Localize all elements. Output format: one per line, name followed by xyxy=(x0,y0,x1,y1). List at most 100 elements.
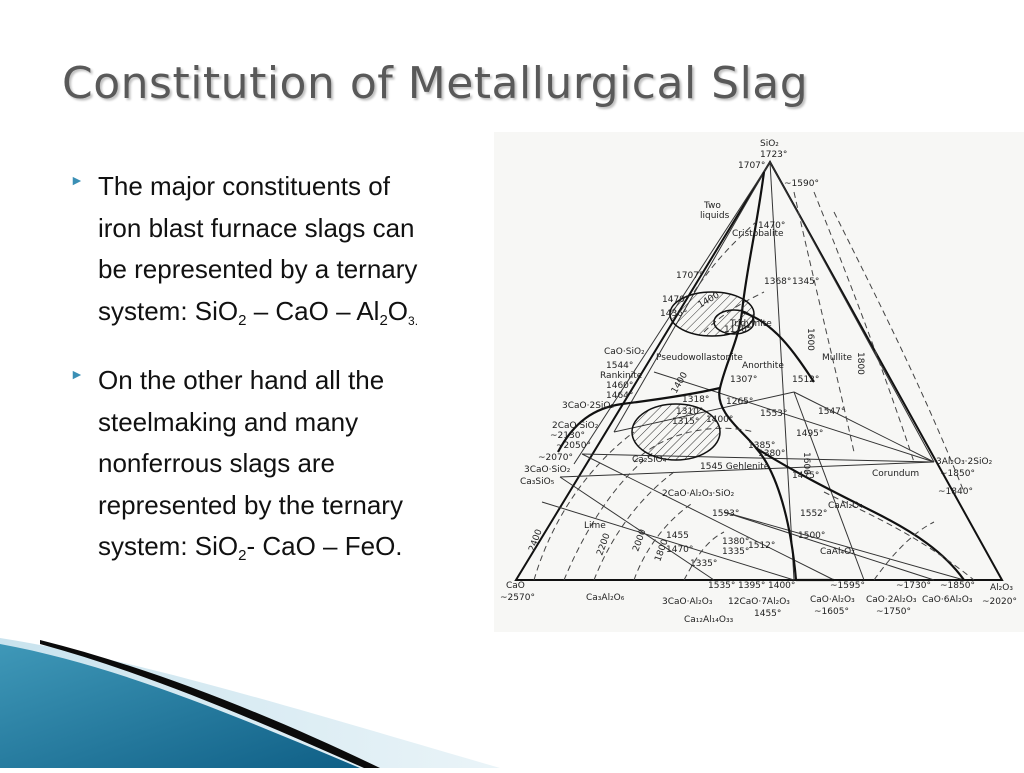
label-isotherm: 1600 xyxy=(805,328,815,351)
bullet-line: O xyxy=(387,295,409,326)
label-temp: 1535° xyxy=(708,581,735,591)
label-compound: CaO·6Al₂O₃ xyxy=(922,595,973,605)
bullet-line: nonferrous slags are xyxy=(98,448,336,478)
label-compound: 3CaO·2SiO₂ xyxy=(562,401,614,411)
tie-lines xyxy=(541,161,965,581)
label-temp: 1315° xyxy=(672,417,699,427)
label-compound: Ca₃Al₂O₆ xyxy=(586,593,625,603)
label-phase: Mullite xyxy=(822,353,852,363)
subscript: 3. xyxy=(408,313,419,328)
black-stripe xyxy=(40,640,380,768)
label-temp: 1335° xyxy=(722,547,749,557)
label-temp: ~2070° xyxy=(538,453,573,463)
subscript: 2 xyxy=(379,311,388,329)
label-temp: 1400° xyxy=(768,581,795,591)
label-phase: Rankinite xyxy=(600,371,643,381)
label-phase: Tridymite xyxy=(729,319,772,329)
label-temp: 1436° xyxy=(660,309,687,319)
label-compound: Ca₃SiO₅ xyxy=(520,477,555,487)
wave-graphic xyxy=(0,638,500,768)
label-temp: 1335° xyxy=(690,559,717,569)
label-temp: 1265° xyxy=(726,397,753,407)
bullet-text-1: The major constituents of iron blast fur… xyxy=(98,166,418,342)
label-temp: 1547° xyxy=(818,407,845,417)
label-isotherm: 1800 xyxy=(855,352,865,375)
label-temp: 1464° xyxy=(606,391,633,401)
label-compound: 3CaO·Al₂O₃ xyxy=(662,597,713,607)
label-compound: 3CaO·SiO₂ xyxy=(524,465,571,475)
label-temp: ~1590° xyxy=(784,179,819,189)
hatched-region-lower xyxy=(631,403,721,461)
slide-title: Constitution of Metallurgical Slag xyxy=(62,58,809,109)
label-temp: ~1850° xyxy=(940,581,975,591)
label-compound: CaO·SiO₂ xyxy=(604,347,645,357)
label-temp: 1368° xyxy=(764,277,791,287)
label-temp: ~1750° xyxy=(876,607,911,617)
ternary-phase-diagram: SiO₂ 1723° 1707° ~1590° Two liquids 1470… xyxy=(494,132,1024,632)
label-temp: ~1840° xyxy=(938,487,973,497)
label-temp: 1552° xyxy=(800,509,827,519)
label-temp: ~2020° xyxy=(982,597,1017,607)
label-compound: 2CaO·Al₂O₃·SiO₂ xyxy=(662,489,735,499)
label-temp: 1307° xyxy=(730,375,757,385)
label-temp: 1470° xyxy=(758,221,785,231)
bullet-list: ► The major constituents of iron blast f… xyxy=(70,166,490,595)
label-compound: Al₂O₃ xyxy=(990,583,1013,593)
hatched-region-upper xyxy=(669,291,755,337)
bullet-line: system: SiO xyxy=(98,295,239,326)
label-temp: ~2050° xyxy=(556,441,591,451)
bullet-item-2: ► On the other hand all the steelmaking … xyxy=(70,360,490,577)
label-temp: 1345° xyxy=(792,277,819,287)
label-temp: 1707° xyxy=(738,161,765,171)
bullet-line: system: SiO xyxy=(98,531,239,561)
label-temp: 1455 xyxy=(666,531,689,541)
label-compound: CaO·Al₂O₃ xyxy=(810,595,855,605)
bullet-text-2: On the other hand all the steelmaking an… xyxy=(98,360,403,577)
label-temp: ~2130° xyxy=(550,431,585,441)
label-compound: CaO xyxy=(506,581,525,591)
boundary-curves xyxy=(557,171,965,582)
bullet-line: be represented by a ternary xyxy=(98,254,418,284)
label-temp: ~1595° xyxy=(830,581,865,591)
label-temp: 1385° xyxy=(748,441,775,451)
label-temp: ~2570° xyxy=(500,593,535,603)
bullet-line: On the other hand all the xyxy=(98,365,385,395)
label-isotherm: 2400 xyxy=(527,528,544,553)
label-phase: liquids xyxy=(700,211,730,221)
label-temp: 1170° xyxy=(724,325,751,335)
label-temp: 1400° xyxy=(706,415,733,425)
label-temp: 1707° xyxy=(676,271,703,281)
label-temp: ~1605° xyxy=(814,607,849,617)
label-temp: 1495° xyxy=(796,429,823,439)
label-temp: 1380° xyxy=(758,449,785,459)
label-temp: 1553° xyxy=(760,409,787,419)
phase-diagram-svg: SiO₂ 1723° 1707° ~1590° Two liquids 1470… xyxy=(500,139,1017,625)
label-temp: 1512° xyxy=(748,541,775,551)
label-temp: ~1850° xyxy=(940,469,975,479)
label-phase: Pseudowollastonite xyxy=(656,353,743,363)
bullet-line: - CaO – FeO. xyxy=(246,531,403,561)
label-temp: 1455° xyxy=(754,609,781,619)
bullet-line: iron blast furnace slags can xyxy=(98,212,415,243)
label-phase: 1545 Gehlenite xyxy=(700,462,770,472)
label-temp: 1723° xyxy=(760,150,787,160)
label-phase: Lime xyxy=(584,521,606,531)
label-temp: 1593° xyxy=(712,509,739,519)
label-temp: ~1730° xyxy=(896,581,931,591)
triangle-bullet-icon: ► xyxy=(70,172,84,188)
label-isotherm: 1600 xyxy=(801,452,811,475)
label-temp: 1460° xyxy=(606,381,633,391)
label-compound: CaO·2Al₂O₃ xyxy=(866,595,917,605)
label-temp: 1395° xyxy=(738,581,765,591)
label-temp: 1544° xyxy=(606,361,633,371)
isotherm-loop xyxy=(713,309,755,335)
label-sio2: SiO₂ xyxy=(760,139,779,149)
label-compound: Ca₂SiO₄ xyxy=(632,455,667,465)
blue-wave xyxy=(0,644,360,768)
label-temp: 1475° xyxy=(792,471,819,481)
isotherms xyxy=(533,191,975,581)
label-temp: 1500° xyxy=(798,531,825,541)
bullet-item-1: ► The major constituents of iron blast f… xyxy=(70,166,490,342)
bullet-line: The major constituents of xyxy=(98,171,390,201)
label-isotherm: 2200 xyxy=(595,532,612,557)
